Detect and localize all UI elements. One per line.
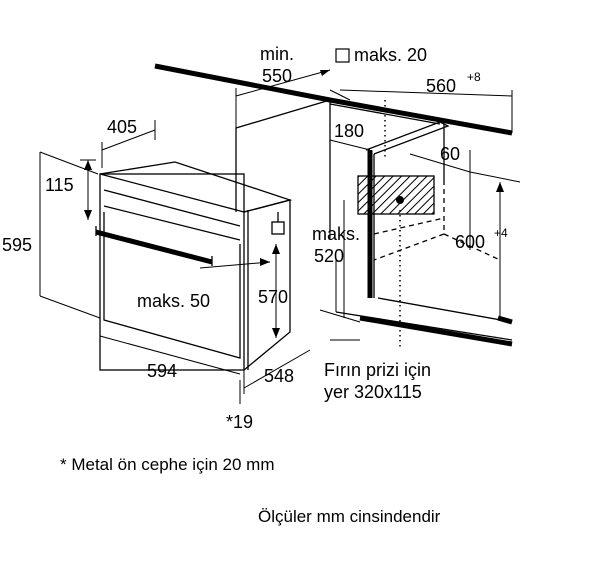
label-maks50: maks. 50 — [137, 291, 210, 311]
label-560: 560 — [426, 76, 456, 96]
label-maks20: maks. 20 — [354, 45, 427, 65]
label-footnote-19: *19 — [226, 412, 253, 432]
oven-body — [95, 161, 293, 371]
label-405: 405 — [107, 117, 137, 137]
label-180: 180 — [334, 121, 364, 141]
label-548: 548 — [264, 366, 294, 386]
dimension-lines — [39, 69, 521, 404]
label-maks520-value: 520 — [314, 246, 344, 266]
label-socket-line2: yer 320x115 — [324, 382, 422, 402]
maks20-box — [335, 48, 350, 63]
label-60: 60 — [440, 144, 460, 164]
metal-front-note: * Metal ön cephe için 20 mm — [60, 455, 275, 474]
label-594: 594 — [147, 361, 177, 381]
units-note: Ölçüler mm cinsindendir — [258, 507, 441, 526]
label-600: 600 — [455, 232, 485, 252]
cabinet-niche — [154, 63, 513, 350]
dimension-labels: min. 550 maks. 20 560 +8 405 180 60 115 … — [2, 44, 508, 432]
label-550: 550 — [262, 66, 292, 86]
label-570: 570 — [258, 287, 288, 307]
label-595: 595 — [2, 235, 32, 255]
label-560-tolerance: +8 — [467, 70, 481, 84]
label-socket-line1: Fırın prizi için — [324, 360, 431, 380]
label-maks520-word: maks. — [312, 224, 360, 244]
label-600-tolerance: +4 — [494, 226, 508, 240]
label-115: 115 — [45, 175, 74, 195]
label-min: min. — [260, 44, 294, 64]
